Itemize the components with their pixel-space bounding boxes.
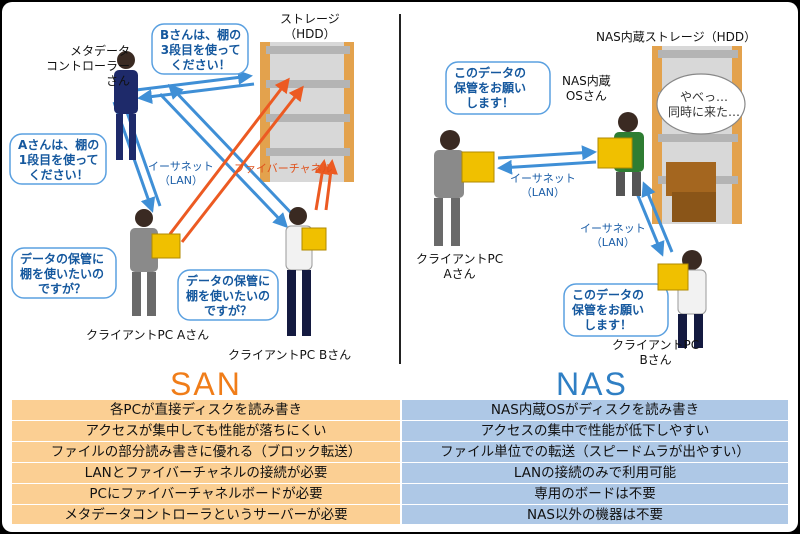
san-bubble-client-b: データの保管に 棚を使いたいの ですが？ [186,274,271,318]
nas-feature-row: アクセスの集中で性能が低下しやすい [402,421,788,442]
nas-feature-row: ファイル単位での転送（スピードムラが出やすい） [402,442,788,463]
san-storage-label: ストレージ （HDD） [280,12,340,41]
nas-storage-label: NAS内蔵ストレージ（HDD） [596,30,757,44]
nas-client-b-label: クライアントPC Bさん [612,338,700,367]
nas-heading: NAS [556,366,628,402]
nas-feature-row: LANの接続のみで利用可能 [402,463,788,484]
nas-ethernet-arrows [497,145,674,257]
person-nas-client-b [657,250,707,348]
san-ethernet-label: イーサネット （LAN） [148,160,214,187]
san-feature-column: 各PCが直接ディスクを読み書き アクセスが集中しても性能が落ちにくい ファイルの… [12,400,400,524]
san-storage-shelf [260,42,354,182]
nas-bubble-client-b: このデータの 保管をお願い します！ [572,288,645,332]
san-feature-row: LANとファイバーチャネルの接続が必要 [12,463,400,484]
san-feature-row: ファイルの部分読み書きに優れる（ブロック転送） [12,442,400,463]
nas-storage-shelf [652,46,742,224]
diagram-illustration [9,14,746,364]
nas-thought-text: やべっ… 同時に来た… [668,90,741,119]
nas-os-label: NAS内蔵 OSさん [562,74,611,103]
san-feature-row: メタデータコントローラというサーバーが必要 [64,507,348,523]
person-san-client-b [285,207,327,336]
nas-feature-column: NAS内蔵OSがディスクを読み書き アクセスの集中で性能が低下しやすい ファイル… [402,400,788,524]
san-bubble-controller-a: Aさんは、棚の 1段目を使って ください！ [18,138,100,182]
person-nas-client-a [434,130,495,246]
nas-feature-row: NAS以外の機器は不要 [527,507,663,523]
nas-ethernet-label-2: イーサネット （LAN） [580,222,646,249]
san-feature-row: アクセスが集中しても性能が落ちにくい [12,421,400,442]
san-bubble-client-a: データの保管に 棚を使いたいの ですが？ [20,252,105,296]
speech-bubbles [9,23,669,337]
person-controller [114,51,138,160]
diagram-area: ストレージ （HDD） メタデータ コントローラー さん Bさんは、棚の 3段目… [2,2,798,374]
san-controller-label: メタデータ コントローラー さん [46,44,131,88]
nas-feature-row: NAS内蔵OSがディスクを読み書き [402,400,788,421]
san-client-b-label: クライアントPC Bさん [228,348,352,362]
nas-ethernet-label-1: イーサネット （LAN） [510,172,576,199]
person-san-client-a [130,209,181,316]
san-feature-row: PCにファイバーチャネルボードが必要 [12,484,400,505]
san-client-a-label: クライアントPC Aさん [86,328,210,342]
nas-client-a-label: クライアントPC Aさん [416,252,504,281]
nas-feature-row: 専用のボードは不要 [402,484,788,505]
thought-bubble [656,73,746,135]
nas-bubble-client-a: このデータの 保管をお願い します！ [454,66,527,110]
san-fiber-arrows [168,77,338,243]
san-fiber-label: ファイバーチャネル [234,162,333,175]
san-heading: SAN [170,366,242,402]
comparison-table: 各PCが直接ディスクを読み書き アクセスが集中しても性能が落ちにくい ファイルの… [12,400,788,524]
san-feature-row: 各PCが直接ディスクを読み書き [12,400,400,421]
san-bubble-controller-b: Bさんは、棚の 3段目を使って ください！ [160,28,242,72]
person-nas-os [597,112,644,196]
